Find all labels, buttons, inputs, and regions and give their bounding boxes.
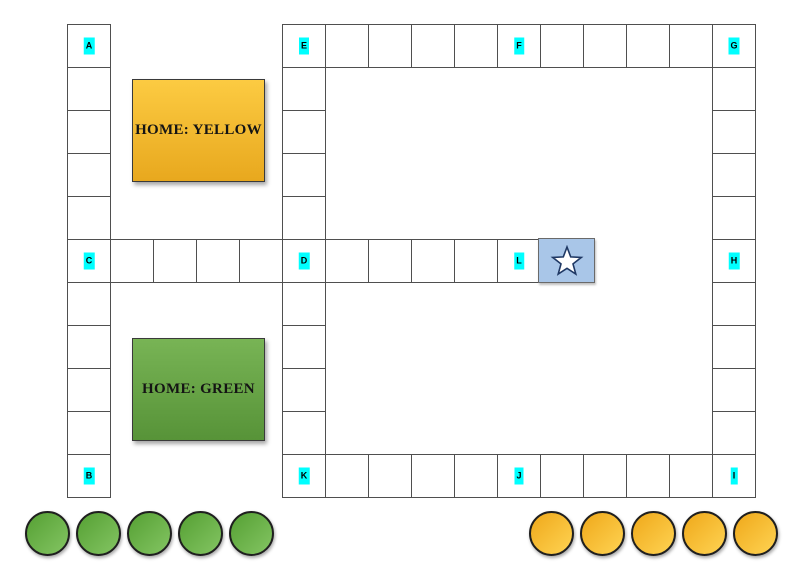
cell-label: L — [514, 252, 524, 270]
cell-label: K — [298, 467, 310, 485]
board-cell[interactable] — [282, 110, 326, 154]
board-cell[interactable] — [712, 282, 756, 326]
board-cell[interactable] — [454, 24, 498, 68]
cell-label: A — [83, 37, 95, 55]
board-cell-a[interactable]: A — [67, 24, 111, 68]
board-cell-g[interactable]: G — [712, 24, 756, 68]
home-yellow-label: HOME: YELLOW — [135, 122, 262, 138]
board-cell[interactable] — [540, 454, 584, 498]
board-cell[interactable] — [454, 239, 498, 283]
board-cell-f[interactable]: F — [497, 24, 541, 68]
yellow-piece[interactable] — [529, 511, 574, 556]
board-cell[interactable] — [325, 239, 369, 283]
board-cell[interactable] — [411, 239, 455, 283]
board-cell[interactable] — [282, 196, 326, 240]
home-yellow-zone[interactable]: HOME: YELLOW — [132, 79, 265, 182]
board-cell[interactable] — [153, 239, 197, 283]
board-cell-c[interactable]: C — [67, 239, 111, 283]
cell-label: E — [298, 37, 310, 55]
board-cell[interactable] — [67, 67, 111, 111]
cell-label: J — [514, 467, 524, 485]
board-cell[interactable] — [669, 24, 713, 68]
board-cell[interactable] — [67, 368, 111, 412]
yellow-piece[interactable] — [631, 511, 676, 556]
board-cell[interactable] — [67, 282, 111, 326]
board-cell-d[interactable]: D — [282, 239, 326, 283]
board-cell-b[interactable]: B — [67, 454, 111, 498]
board-cell[interactable] — [67, 153, 111, 197]
board-cell[interactable] — [583, 454, 627, 498]
board-cell[interactable] — [712, 110, 756, 154]
board-cell[interactable] — [368, 454, 412, 498]
board-cell[interactable] — [368, 239, 412, 283]
board-cell[interactable] — [282, 282, 326, 326]
yellow-piece[interactable] — [580, 511, 625, 556]
board-cell[interactable] — [368, 24, 412, 68]
cell-label: H — [728, 252, 740, 270]
board-cell[interactable] — [626, 24, 670, 68]
board-cell[interactable] — [540, 24, 584, 68]
board-cell[interactable] — [325, 24, 369, 68]
green-piece[interactable] — [127, 511, 172, 556]
board-cell[interactable] — [411, 24, 455, 68]
board-cell-j[interactable]: J — [497, 454, 541, 498]
board-cell[interactable] — [110, 239, 154, 283]
board-cell-e[interactable]: E — [282, 24, 326, 68]
board-cell[interactable] — [712, 411, 756, 455]
home-green-zone[interactable]: HOME: GREEN — [132, 338, 265, 441]
board-cell[interactable] — [626, 454, 670, 498]
board-cell-l[interactable]: L — [497, 239, 541, 283]
board-cell[interactable] — [282, 368, 326, 412]
board-cell[interactable] — [196, 239, 240, 283]
home-green-label: HOME: GREEN — [142, 381, 255, 397]
board-cell[interactable] — [282, 153, 326, 197]
board-cell[interactable] — [712, 196, 756, 240]
board-cell[interactable] — [67, 325, 111, 369]
green-piece[interactable] — [178, 511, 223, 556]
board-cell[interactable] — [669, 454, 713, 498]
board-cell[interactable] — [583, 24, 627, 68]
board-cell[interactable] — [712, 67, 756, 111]
board-cell-h[interactable]: H — [712, 239, 756, 283]
cell-label: B — [83, 467, 95, 485]
cell-label: I — [730, 467, 738, 485]
board-cell[interactable] — [454, 454, 498, 498]
board-cell[interactable] — [712, 325, 756, 369]
board-cell[interactable] — [239, 239, 283, 283]
green-piece[interactable] — [25, 511, 70, 556]
green-piece[interactable] — [76, 511, 121, 556]
board-cell[interactable] — [712, 368, 756, 412]
board-cell[interactable] — [282, 411, 326, 455]
board-cell-i[interactable]: I — [712, 454, 756, 498]
board-cell[interactable] — [67, 411, 111, 455]
yellow-piece[interactable] — [682, 511, 727, 556]
board-cell[interactable] — [282, 325, 326, 369]
star-cell[interactable] — [538, 238, 595, 283]
green-piece[interactable] — [229, 511, 274, 556]
board-cell[interactable] — [712, 153, 756, 197]
cell-label: C — [83, 252, 95, 270]
cell-label: D — [298, 252, 310, 270]
board-cell[interactable] — [411, 454, 455, 498]
cell-label: F — [514, 37, 524, 55]
board-cell[interactable] — [325, 454, 369, 498]
cell-label: G — [728, 37, 740, 55]
board-cell-k[interactable]: K — [282, 454, 326, 498]
star-icon — [550, 244, 583, 276]
board-cell[interactable] — [67, 110, 111, 154]
yellow-piece[interactable] — [733, 511, 778, 556]
board-cell[interactable] — [67, 196, 111, 240]
board-cell[interactable] — [282, 67, 326, 111]
